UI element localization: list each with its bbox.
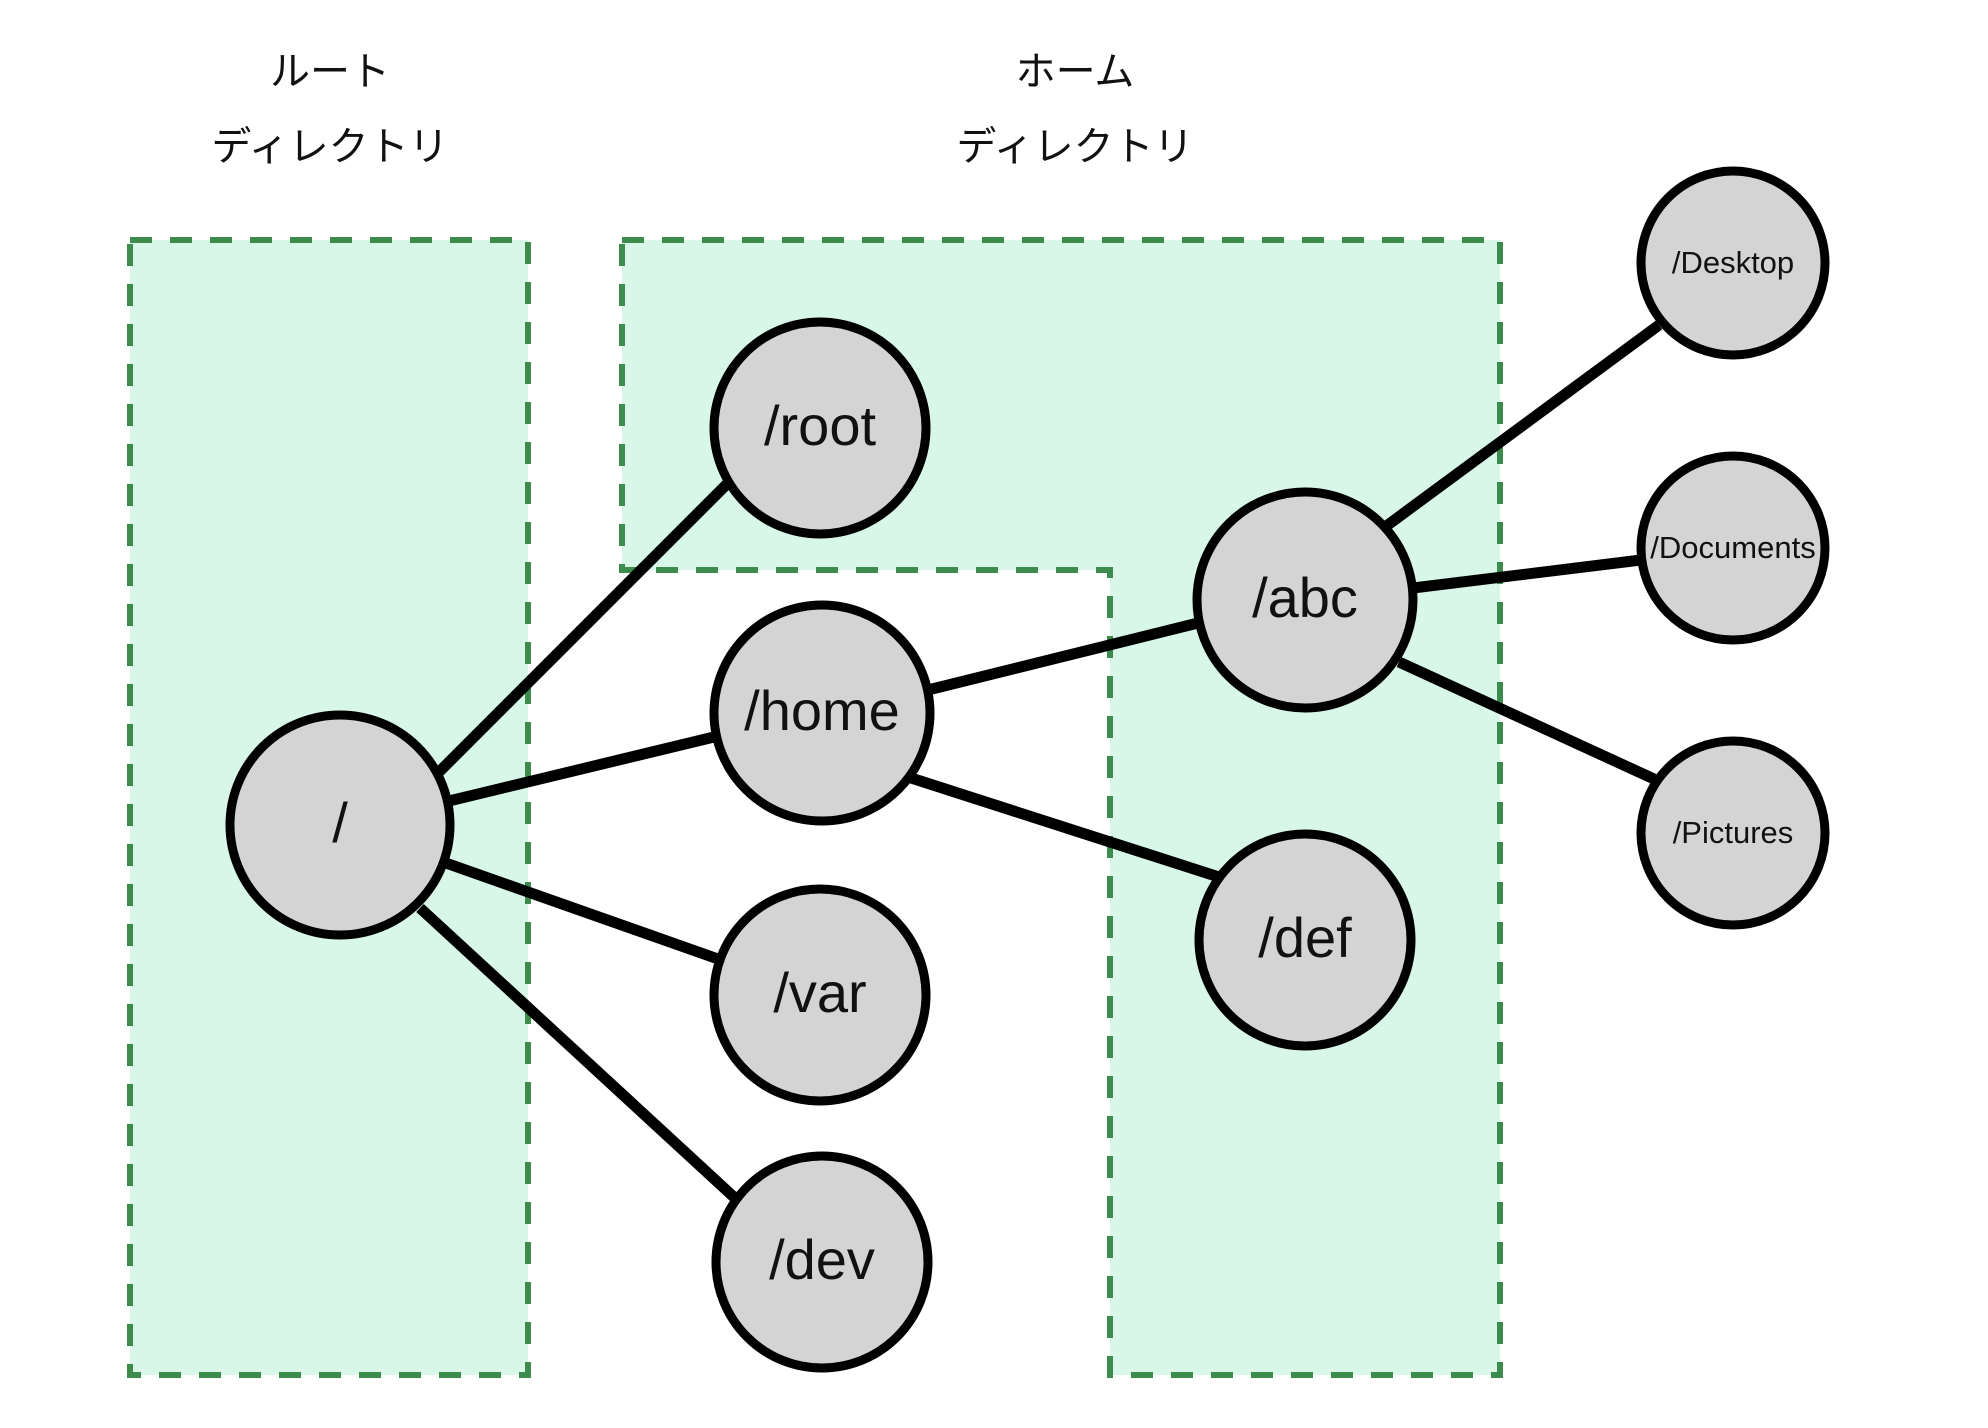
node-root[interactable]: /root: [709, 317, 931, 539]
node-label-desktop: /Desktop: [1672, 245, 1794, 280]
node-home[interactable]: /home: [709, 600, 935, 826]
node-dev[interactable]: /dev: [711, 1151, 933, 1373]
edge-abc-to-documents: [1412, 554, 1642, 594]
node-def[interactable]: /def: [1194, 829, 1416, 1051]
root-directory-caption-line1: ルート: [270, 49, 390, 95]
node-desktop[interactable]: /Desktop: [1636, 166, 1830, 360]
node-circle-def[interactable]: [1194, 829, 1416, 1051]
node-circle-abc[interactable]: [1192, 487, 1418, 713]
node-label-dev: /dev: [769, 1228, 875, 1291]
node-circle-documents[interactable]: [1636, 451, 1830, 645]
edge-slash-to-home: [447, 731, 716, 807]
edge-home-to-abc: [926, 617, 1200, 696]
group-captions: ルート ディレクトリ ホーム ディレクトリ: [211, 49, 1193, 170]
edge-abc-to-desktop: [1381, 320, 1663, 532]
node-abc[interactable]: /abc: [1192, 487, 1418, 713]
node-circle-home[interactable]: [709, 600, 935, 826]
node-circle-var[interactable]: [709, 884, 931, 1106]
node-documents[interactable]: /Documents: [1636, 451, 1830, 645]
node-circle-desktop[interactable]: [1636, 166, 1830, 360]
node-label-home: /home: [744, 679, 900, 742]
node-slash[interactable]: /: [225, 710, 455, 940]
edges-layer: [416, 320, 1663, 1204]
edge-home-to-def: [906, 771, 1224, 884]
home-directory-caption-line2: ディレクトリ: [956, 124, 1193, 170]
node-label-pictures: /Pictures: [1673, 815, 1794, 850]
node-label-abc: /abc: [1252, 566, 1358, 629]
node-label-def: /def: [1258, 906, 1352, 969]
node-label-documents: /Documents: [1650, 530, 1815, 565]
node-circle-root[interactable]: [709, 317, 931, 539]
edge-slash-to-var: [441, 856, 720, 965]
edge-abc-to-pictures: [1396, 657, 1657, 784]
nodes-layer: / /root/home/var/dev/abc/def/Desktop/Docu…: [225, 166, 1830, 1373]
node-label-slash: /: [332, 791, 348, 854]
node-circle-dev[interactable]: [711, 1151, 933, 1373]
edge-slash-to-dev: [416, 903, 740, 1204]
root-directory-caption-line2: ディレクトリ: [211, 124, 448, 170]
node-label-root: /root: [764, 394, 876, 457]
edge-slash-to-root: [433, 477, 734, 778]
home-directory-caption-line1: ホーム: [1016, 49, 1135, 95]
node-circle-slash[interactable]: [225, 710, 455, 940]
node-label-var: /var: [773, 961, 866, 1024]
node-pictures[interactable]: /Pictures: [1636, 736, 1830, 930]
node-circle-pictures[interactable]: [1636, 736, 1830, 930]
node-var[interactable]: /var: [709, 884, 931, 1106]
